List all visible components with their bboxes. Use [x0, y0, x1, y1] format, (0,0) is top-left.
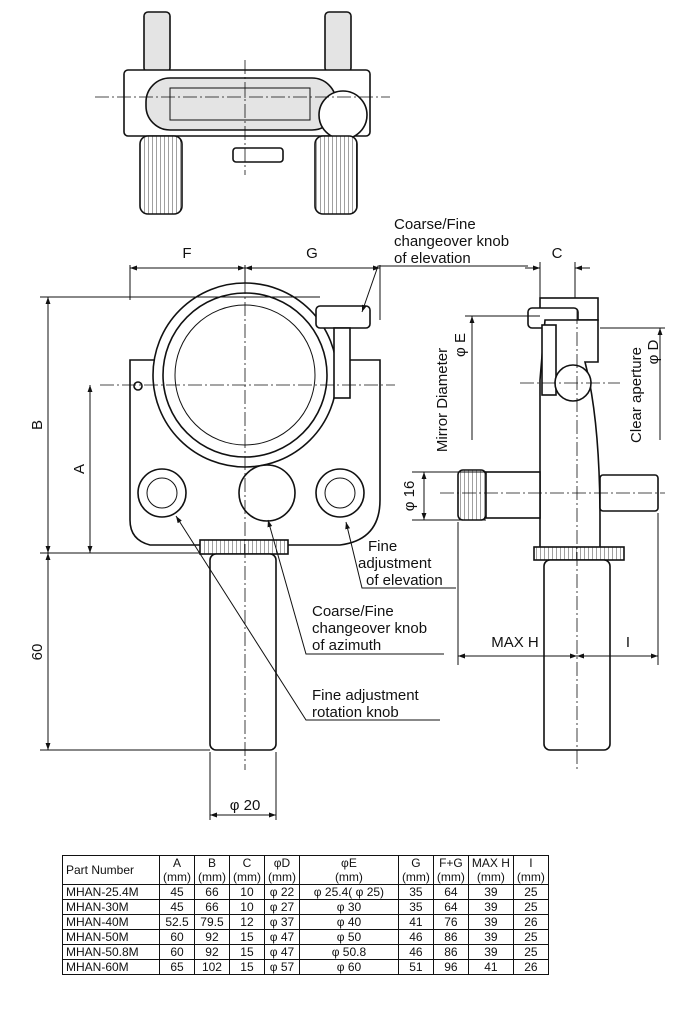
side-view: C Mirror Diameter φ E Clear aperture φ D… — [401, 245, 665, 770]
header-phi-e: φE(mm) — [298, 855, 399, 885]
top-mirror-cell — [145, 77, 337, 131]
callout-fine-elevation-3: of elevation — [366, 572, 443, 589]
table-header-row: Part Number A(mm) B(mm) C(mm) φD(mm) φE(… — [62, 855, 549, 885]
callout-coarse-fine-elevation-1: Coarse/Fine — [394, 216, 476, 233]
callout-coarse-fine-azimuth-2: changeover knob — [312, 620, 427, 637]
dim-max-h-label: MAX H — [491, 634, 539, 651]
front-knob-left — [137, 468, 187, 518]
header-b: B(mm) — [193, 855, 230, 885]
callout-fine-elevation-1: Fine — [368, 538, 397, 555]
top-knob-right — [314, 135, 358, 215]
side-post — [543, 559, 611, 751]
phi-e-label: φ E — [452, 333, 469, 357]
dim-60-label: 60 — [29, 644, 46, 661]
dim-b-label: B — [29, 420, 46, 430]
dim-phi20-label: φ 20 — [230, 797, 261, 814]
header-part-number: Part Number — [62, 855, 160, 885]
spec-table: Part Number A(mm) B(mm) C(mm) φD(mm) φE(… — [62, 855, 549, 975]
dim-a-label: A — [71, 464, 88, 474]
clear-aperture-label: Clear aperture — [628, 347, 645, 443]
top-post-left — [143, 11, 171, 73]
callout-fine-rotation-1: Fine adjustment — [312, 687, 420, 704]
side-knob-shaft — [485, 471, 541, 519]
technical-drawing: F G B A 60 φ 20 Coarse — [29, 11, 665, 820]
header-g: G(mm) — [397, 855, 434, 885]
top-knob-left — [139, 135, 183, 215]
callout-coarse-fine-azimuth-1: Coarse/Fine — [312, 603, 394, 620]
front-elevation-shaft — [333, 327, 351, 399]
callout-fine-rotation-2: rotation knob — [312, 704, 399, 721]
dim-f-label: F — [182, 245, 191, 262]
callout-fine-elevation-2: adjustment — [358, 555, 432, 572]
header-i: I(mm) — [512, 855, 549, 885]
front-elevation-knob — [315, 305, 371, 329]
callout-coarse-fine-elevation-2: changeover knob — [394, 233, 509, 250]
side-mirror-edge — [541, 324, 557, 396]
header-max-h: MAX H(mm) — [467, 855, 514, 885]
header-phi-d: φD(mm) — [263, 855, 300, 885]
dim-g-label: G — [306, 245, 318, 262]
dim-c-label: C — [552, 245, 563, 262]
top-center-knob — [232, 147, 284, 163]
front-rotation-ring — [199, 539, 289, 555]
top-mirror-face — [169, 87, 311, 121]
phi-d-label: φ D — [645, 339, 662, 364]
dim-i-label: I — [626, 634, 630, 651]
front-post — [209, 553, 277, 751]
header-f-plus-g: F+G(mm) — [432, 855, 469, 885]
front-view: F G B A 60 φ 20 Coarse — [29, 216, 528, 820]
front-screw — [133, 381, 143, 391]
front-knob-right — [315, 468, 365, 518]
top-view — [95, 11, 390, 215]
side-rotation-ring — [533, 546, 625, 561]
callout-coarse-fine-azimuth-3: of azimuth — [312, 637, 381, 654]
dim-phi16-label: φ 16 — [401, 481, 418, 512]
mirror-diameter-label: Mirror Diameter — [434, 348, 451, 452]
header-a: A(mm) — [159, 855, 195, 885]
top-elevation-knob — [318, 90, 368, 140]
side-knob-cap — [457, 469, 487, 521]
front-knob-center — [238, 464, 296, 522]
header-c: C(mm) — [228, 855, 265, 885]
callout-coarse-fine-elevation-3: of elevation — [394, 250, 471, 267]
top-post-right — [324, 11, 352, 73]
